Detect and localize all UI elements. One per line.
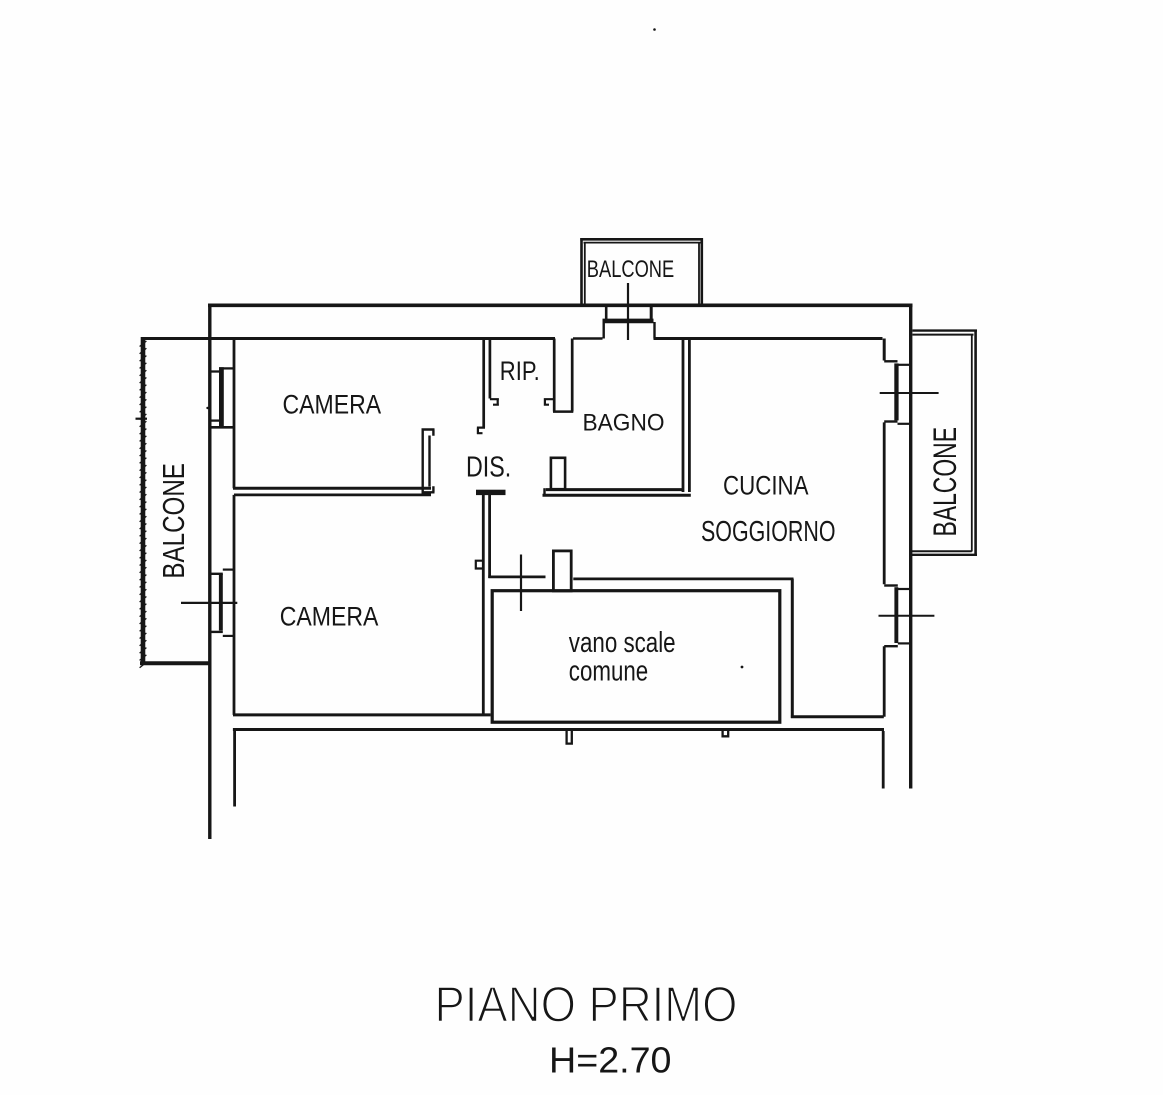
svg-text:DIS.: DIS. [466, 451, 511, 483]
svg-text:H=2.70: H=2.70 [549, 1039, 672, 1080]
svg-text:BALCONE: BALCONE [587, 256, 674, 283]
svg-text:SOGGIORNO: SOGGIORNO [701, 516, 836, 548]
svg-text:BAGNO: BAGNO [583, 409, 665, 436]
svg-text:PIANO PRIMO: PIANO PRIMO [435, 977, 738, 1033]
svg-text:BALCONE: BALCONE [156, 463, 191, 579]
svg-text:RIP.: RIP. [500, 356, 540, 386]
svg-text:BALCONE: BALCONE [927, 427, 963, 537]
svg-text:vano scale: vano scale [569, 627, 676, 659]
svg-text:CAMERA: CAMERA [280, 602, 379, 632]
svg-text:CAMERA: CAMERA [283, 389, 382, 419]
svg-text:comune: comune [569, 656, 648, 688]
svg-text:CUCINA: CUCINA [723, 470, 809, 500]
